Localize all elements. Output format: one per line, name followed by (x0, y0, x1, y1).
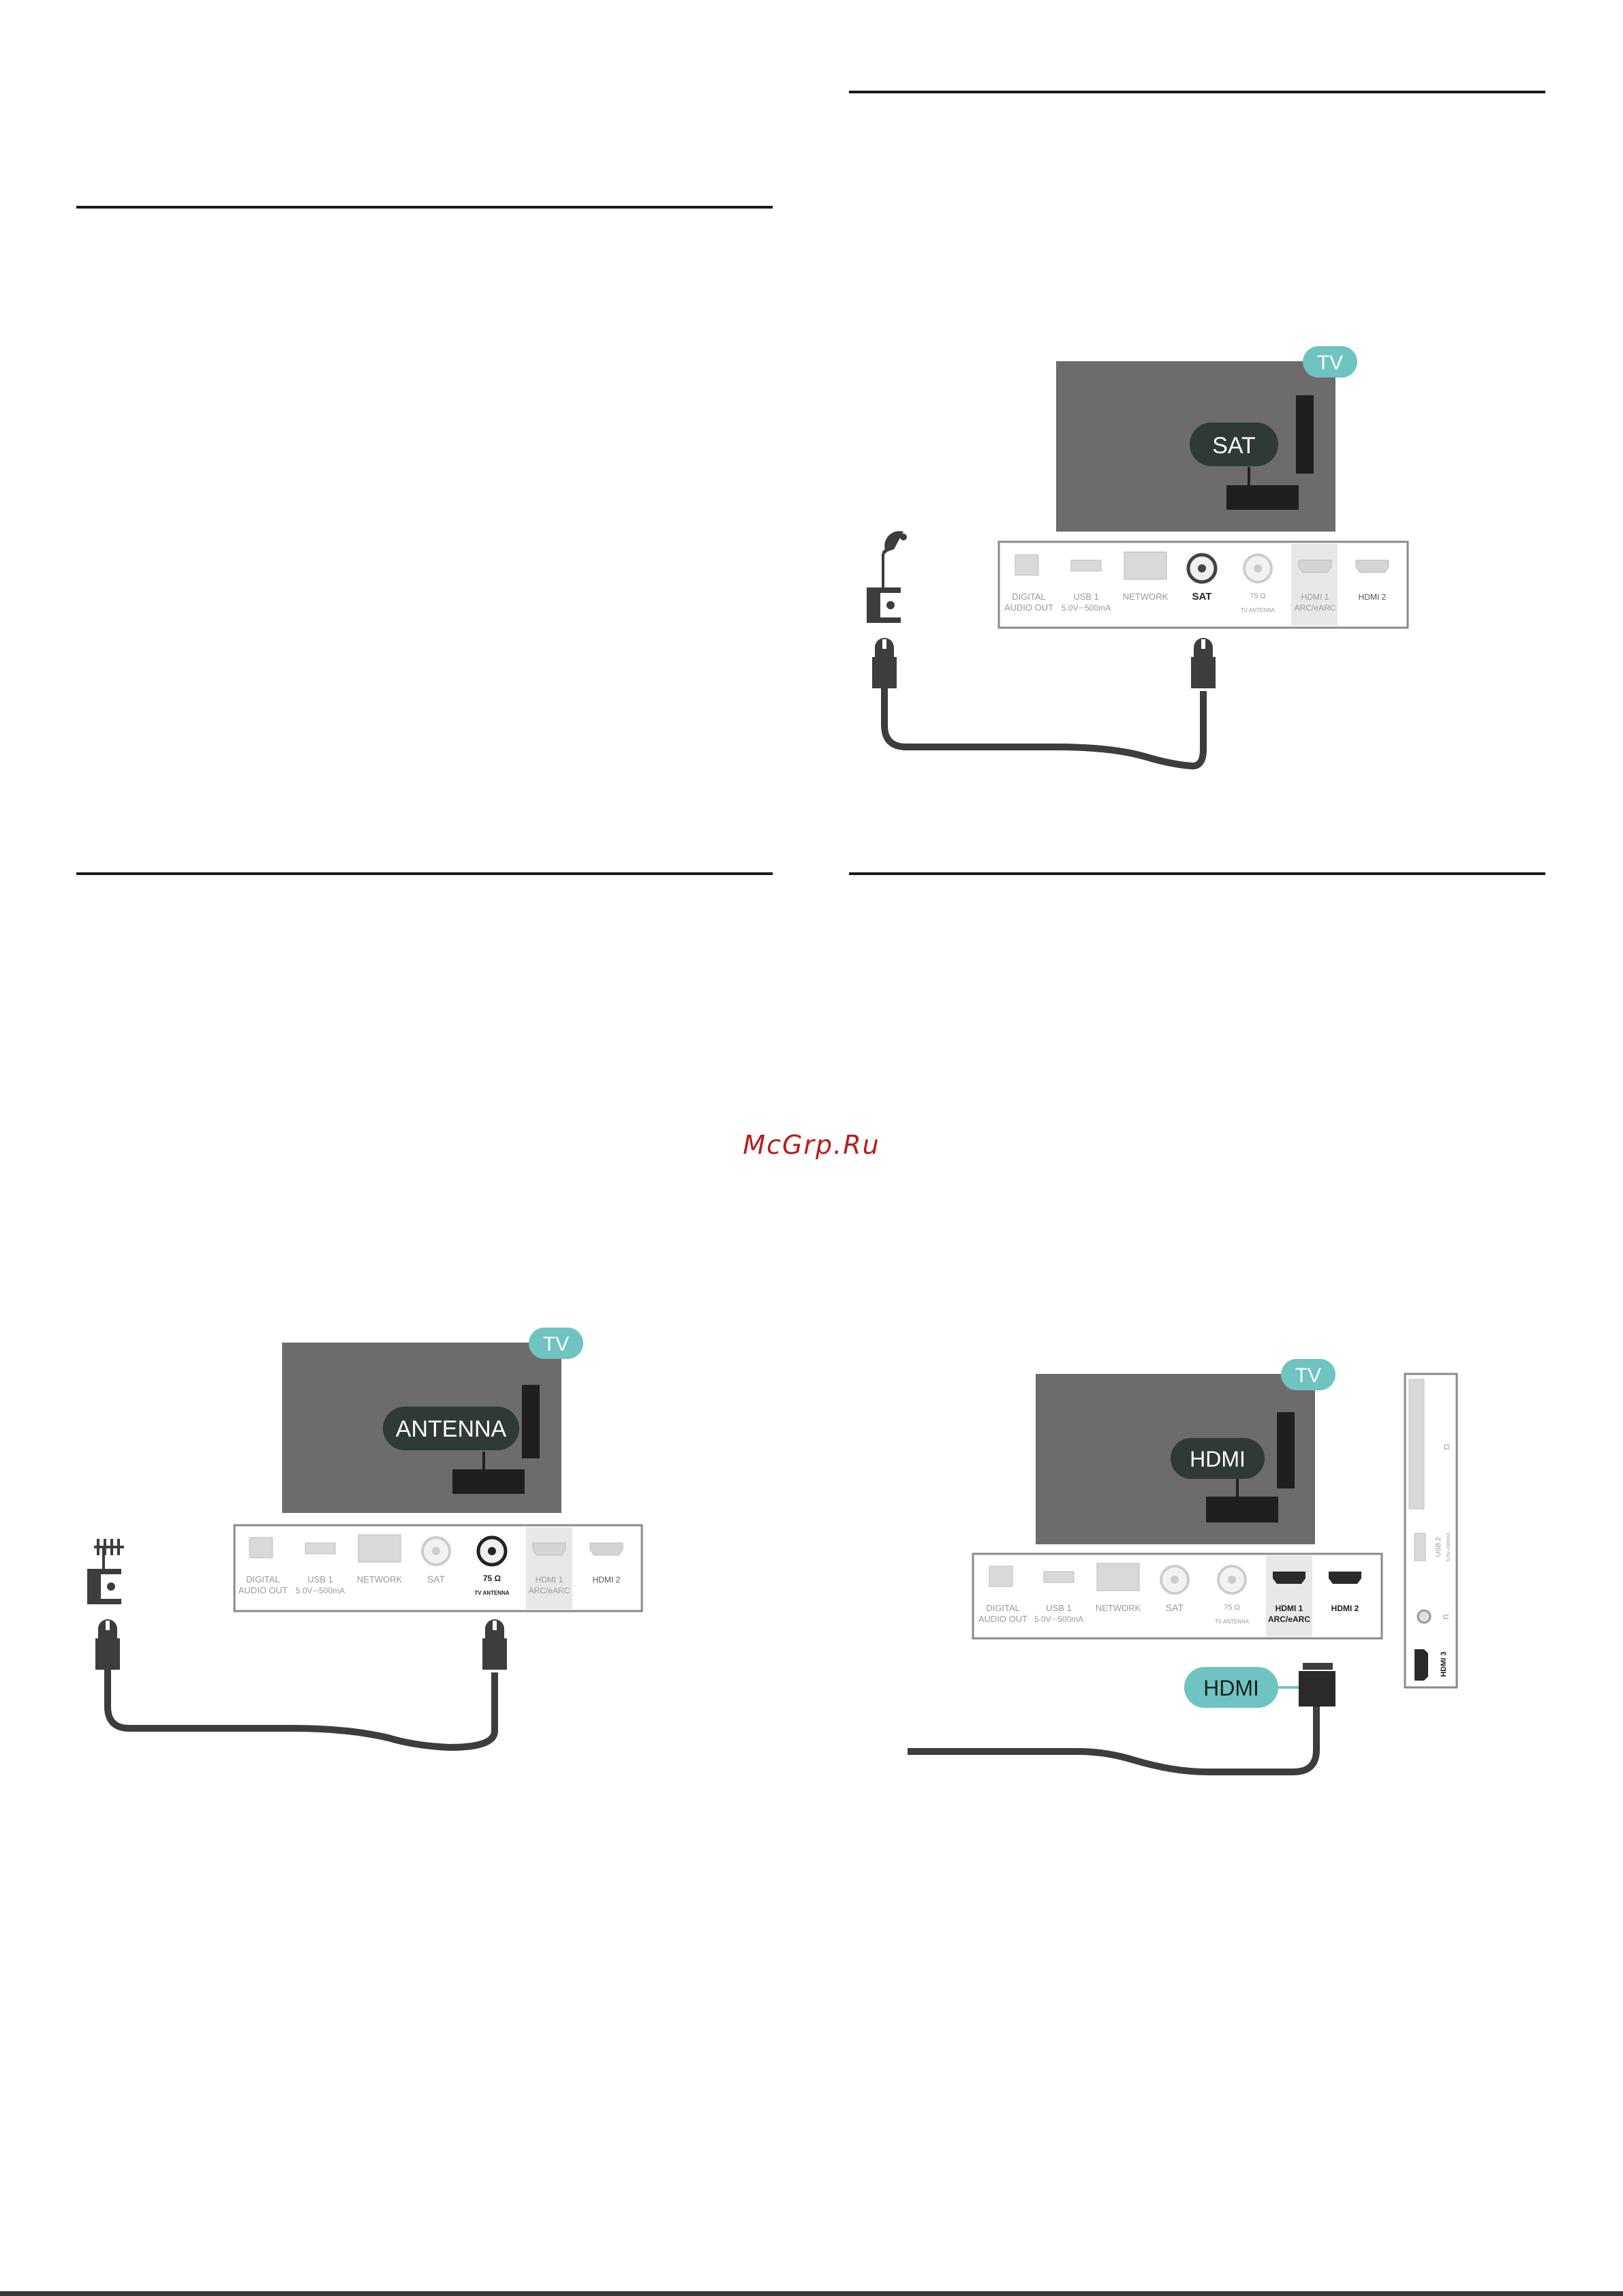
tv-aerial-icon (94, 1539, 124, 1569)
usb2-label-1: USB 2 (1435, 1537, 1442, 1557)
tv-side-slot (1277, 1412, 1295, 1488)
digital-audio-label-1: DIGITAL (246, 1574, 280, 1585)
section-rule-mid-right (849, 872, 1545, 875)
hdmi-callout-text: HDMI (1190, 1447, 1246, 1471)
coax-connector-left (872, 638, 897, 688)
section-rule-top-right (849, 91, 1545, 93)
usb1-label-2: 5.0V⎓500mA (1062, 603, 1111, 613)
sat-port-label: SAT (1166, 1602, 1184, 1613)
network-port (1124, 551, 1167, 580)
coax-connector-right (1191, 638, 1216, 688)
coax-connector-right (482, 1619, 507, 1670)
sat-port-label: SAT (1192, 591, 1212, 602)
tv-badge (1281, 1359, 1335, 1390)
hdmi1-label-2: ARC/eARC (1268, 1614, 1310, 1624)
tv-side-slot (1296, 395, 1314, 474)
network-port (1096, 1563, 1140, 1591)
antenna-ohm-label: 75 Ω (1224, 1604, 1240, 1612)
section-rule-mid-left (76, 872, 773, 875)
watermark: McGrp.Ru (743, 1130, 880, 1160)
tv-port-block (1206, 1497, 1278, 1522)
tv-badge-text: TV (543, 1333, 569, 1356)
digital-audio-label-1: DIGITAL (1012, 592, 1046, 602)
connector-panel (233, 1524, 643, 1612)
network-label: NETWORK (357, 1574, 403, 1585)
digital-audio-port (989, 1565, 1013, 1587)
tv-port-block (452, 1469, 525, 1494)
tv-badge (529, 1328, 583, 1359)
digital-audio-port (1015, 554, 1039, 576)
digital-audio-port (249, 1537, 273, 1559)
tv-badge-text: TV (1295, 1364, 1321, 1387)
headphone-port (1417, 1609, 1432, 1624)
antenna-connection-diagram: ANTENNA TV DIGITAL AUDIO OUT USB 1 5.0V⎓… (80, 1322, 666, 1772)
hdmi1-label-1: HDMI 1 (1301, 592, 1329, 602)
hdmi2-port (589, 1542, 623, 1556)
hdmi2-port (1355, 560, 1389, 573)
antenna-tv-label: TV ANTENNA (474, 1590, 509, 1596)
network-label: NETWORK (1123, 592, 1169, 602)
hdmi1-port (532, 1542, 566, 1556)
hdmi3-label: HDMI 3 (1440, 1651, 1448, 1677)
digital-audio-label-1: DIGITAL (986, 1603, 1020, 1613)
satellite-connection-diagram: SAT TV DIGITAL AUDIO OUT USB 1 5.0V⎓500m… (859, 341, 1472, 791)
usb2-port (1414, 1533, 1426, 1561)
usb1-label-2: 5.0V⎓500mA (296, 1586, 345, 1595)
hdmi-cable-callout (1184, 1667, 1278, 1708)
usb1-port (1070, 560, 1102, 572)
antenna-ohm-label: 75 Ω (1250, 592, 1266, 600)
usb1-port (305, 1542, 336, 1555)
coax-cable (104, 1668, 498, 1751)
antenna-tv-label: TV ANTENNA (1241, 607, 1276, 613)
hdmi2-label: HDMI 2 (1331, 1604, 1359, 1613)
hdmi1-label-2: ARC/eARC (1295, 603, 1336, 613)
hdmi1-label-1: HDMI 1 (536, 1575, 563, 1585)
usb1-label-1: USB 1 (307, 1574, 333, 1585)
hdmi2-label: HDMI 2 (1359, 592, 1387, 602)
hdmi-cable-callout-text: HDMI (1203, 1676, 1259, 1700)
hdmi1-port (1298, 560, 1332, 573)
hdmi-plug (1299, 1663, 1335, 1706)
antenna-ohm-label: 75 Ω (483, 1574, 501, 1583)
tv-port-block (1226, 485, 1299, 510)
hdmi1-label-2: ARC/eARC (529, 1586, 570, 1595)
sat-port-label: SAT (427, 1574, 446, 1585)
tv-side-slot (522, 1385, 540, 1458)
antenna-callout (383, 1407, 519, 1450)
hdmi-callout (1171, 1438, 1265, 1479)
digital-audio-label-2: AUDIO OUT (978, 1614, 1027, 1624)
usb1-label-2: 5.0V⎓500mA (1034, 1614, 1083, 1624)
usb2-label-2: 5.0V⎓500mA (1447, 1533, 1451, 1561)
sat-callout (1190, 423, 1278, 466)
sat-callout-text: SAT (1212, 433, 1256, 459)
tv-badge (1303, 346, 1357, 378)
coax-connector-left (95, 1619, 120, 1670)
headphone-icon: ⊂ (1442, 1612, 1449, 1621)
hdmi2-port (1329, 1572, 1361, 1584)
satellite-dish-icon (882, 531, 907, 587)
hdmi3-port (1415, 1649, 1428, 1681)
hdmi2-label: HDMI 2 (593, 1575, 621, 1585)
usb1-label-1: USB 1 (1073, 592, 1099, 602)
section-rule-top-left (76, 206, 773, 209)
antenna-tv-label: TV ANTENNA (1215, 1619, 1250, 1625)
network-port (358, 1534, 401, 1563)
hdmi1-label-1: HDMI 1 (1276, 1604, 1303, 1613)
hdmi-cable (908, 1723, 1320, 1775)
hdmi1-port (1273, 1572, 1305, 1584)
antenna-callout-text: ANTENNA (396, 1416, 507, 1442)
network-label: NETWORK (1096, 1603, 1141, 1613)
coax-cable (881, 687, 1207, 770)
page-bottom-edge (0, 2291, 1623, 2296)
hdmi-connection-diagram: HDMI TV DIGITAL AUDIO OUT USB 1 5.0V⎓500… (886, 1349, 1499, 1799)
usb1-port (1043, 1571, 1075, 1583)
digital-audio-label-2: AUDIO OUT (238, 1585, 288, 1595)
tv-badge-text: TV (1317, 352, 1343, 374)
digital-audio-label-2: AUDIO OUT (1004, 602, 1053, 613)
usb1-label-1: USB 1 (1046, 1603, 1072, 1613)
